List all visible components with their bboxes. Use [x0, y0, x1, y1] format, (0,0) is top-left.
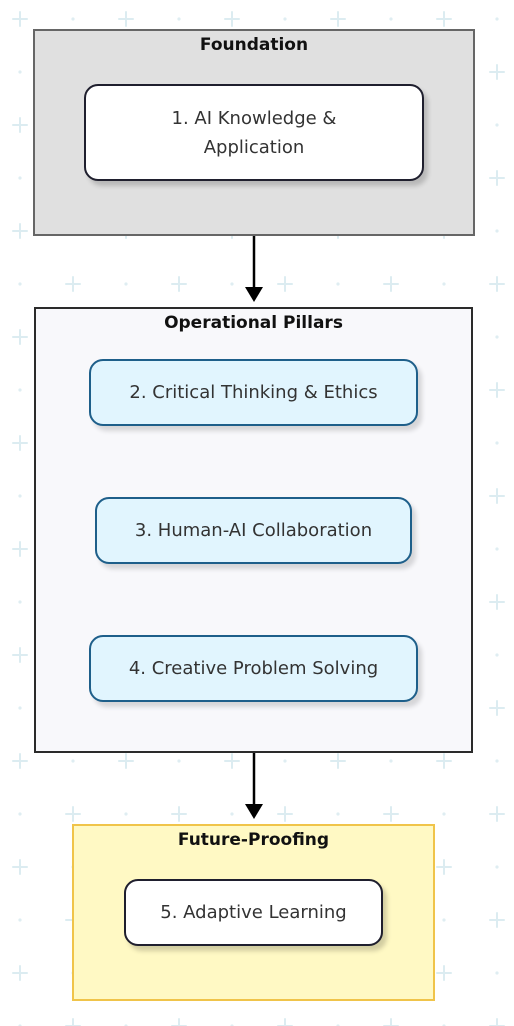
node-creative-problem-solving[interactable]: 4. Creative Problem Solving — [89, 635, 418, 702]
node-human-ai-collaboration[interactable]: 3. Human-AI Collaboration — [95, 497, 412, 564]
operational-pillars-group-title: Operational Pillars — [164, 313, 343, 333]
node-ai-knowledge-application[interactable]: 1. AI Knowledge & Application — [84, 84, 424, 181]
foundation-group-title: Foundation — [199, 35, 309, 55]
node-adaptive-learning[interactable]: 5. Adaptive Learning — [124, 879, 383, 946]
node-critical-thinking-ethics[interactable]: 2. Critical Thinking & Ethics — [89, 359, 418, 426]
future-proofing-group-title: Future-Proofing — [177, 830, 330, 850]
